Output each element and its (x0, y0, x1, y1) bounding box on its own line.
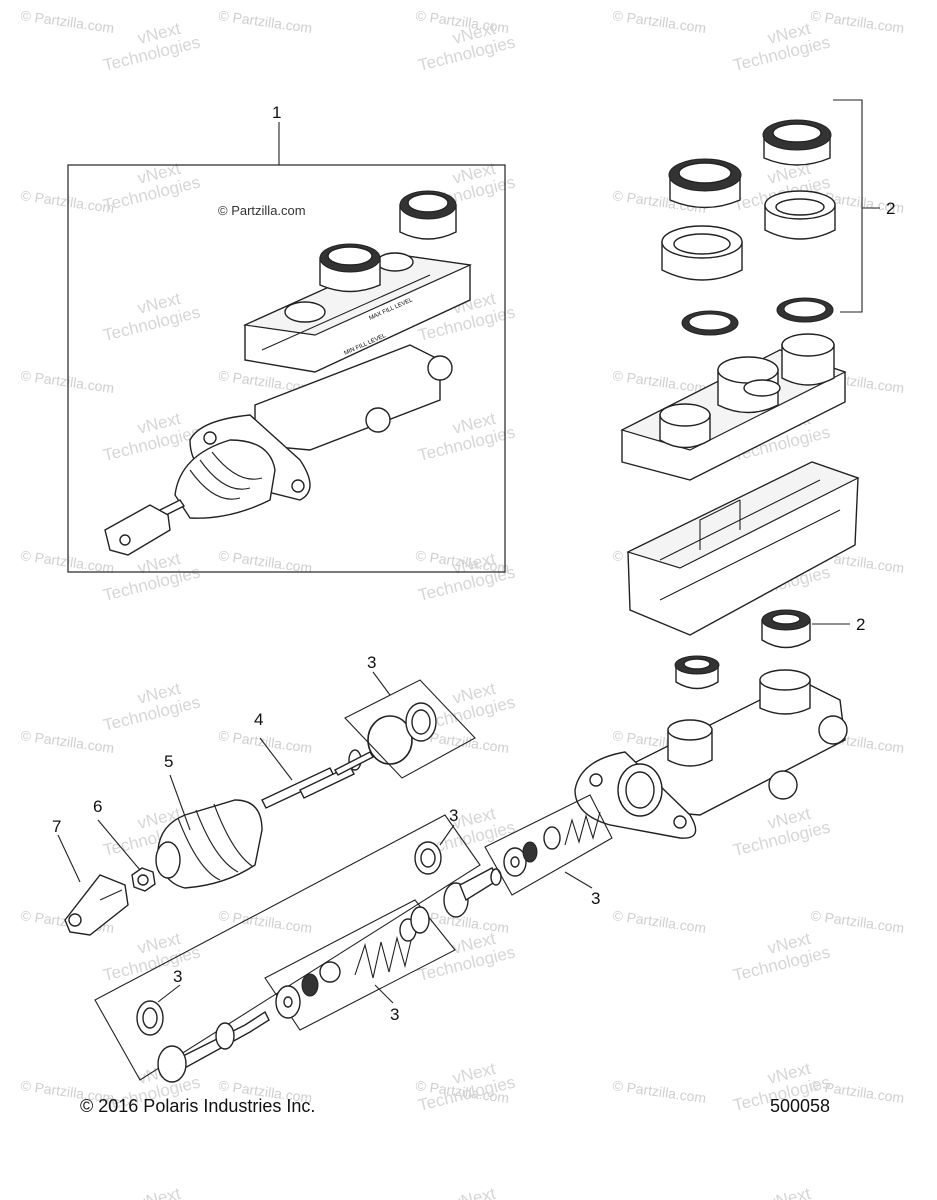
seal-ring-upper (405, 702, 437, 742)
callout-5: 5 (164, 752, 173, 771)
partzilla-watermark: © Partzilla.com (20, 727, 116, 756)
cap-kit-diaphragm-b (764, 190, 836, 240)
partzilla-watermark: © Partzilla.com (218, 907, 314, 936)
box-watermark: © Partzilla.com (218, 203, 306, 218)
callout-3-right: 3 (591, 889, 600, 908)
grommet-lower (674, 655, 720, 690)
partzilla-watermark: © Partzilla.com (218, 727, 314, 756)
callout-3-upper: 3 (367, 653, 376, 672)
partzilla-watermark: © Partzilla.com (810, 7, 906, 36)
kit-box-right (484, 794, 613, 896)
cap-kit-seal-a (681, 310, 739, 336)
partzilla-watermark: © Partzilla.com (612, 907, 708, 936)
callout-3-left: 3 (173, 967, 182, 986)
hex-nut (131, 867, 156, 892)
partzilla-watermark: © Partzilla.com (218, 7, 314, 36)
partzilla-watermark: © Partzilla.com (612, 367, 708, 396)
partzilla-watermark: © Partzilla.com (810, 907, 906, 936)
svg-text:vNext: vNext (766, 1184, 813, 1200)
partzilla-watermark: © Partzilla.com (612, 1077, 708, 1106)
cap-kit-seal-b (776, 297, 834, 323)
partzilla-watermark: © Partzilla.com (612, 7, 708, 36)
snap-ring (367, 715, 413, 765)
reservoir-body (626, 461, 860, 636)
callout-6: 6 (93, 797, 102, 816)
grommet-upper (761, 609, 811, 649)
spring-right (503, 811, 601, 877)
cap-kit-group (661, 99, 880, 336)
callout-3-mid: 3 (449, 806, 458, 825)
cap-kit-cap-b (762, 119, 832, 166)
kit-box-long (94, 814, 481, 1081)
partzilla-watermark: © Partzilla.com (20, 7, 116, 36)
svg-text:vNext: vNext (451, 1184, 498, 1200)
rubber-boot (155, 799, 263, 889)
cap-kit-diaphragm-a (661, 225, 743, 281)
leader-lines (57, 122, 593, 1004)
reservoir-top-cover (620, 333, 847, 481)
svg-text:vNext: vNext (136, 1184, 183, 1200)
cap-kit-cap-a (668, 158, 742, 209)
seal-ring-mid (414, 841, 442, 875)
master-cylinder-assembly: MAX FILL LEVEL MIN FILL LEVEL (104, 190, 473, 556)
spring-lower (275, 906, 430, 1019)
copyright-text: © 2016 Polaris Industries Inc. (80, 1096, 316, 1116)
assembly-box (67, 164, 506, 573)
reservoir-cap-left (319, 243, 381, 293)
bracket-2 (833, 99, 863, 313)
callout-3-lower: 3 (390, 1005, 399, 1024)
piston-secondary (443, 867, 502, 918)
callout-4: 4 (254, 710, 263, 729)
callout-2-lower: 2 (856, 615, 865, 634)
callout-2-upper: 2 (886, 199, 895, 218)
callout-1: 1 (272, 103, 281, 122)
reservoir-cap-right (399, 190, 457, 240)
diagram-number: 500058 (770, 1096, 831, 1116)
kit-box-upper (344, 679, 476, 779)
pushrod (261, 749, 374, 809)
cylinder-body (574, 669, 848, 839)
clevis (64, 874, 129, 936)
callout-7: 7 (52, 817, 61, 836)
piston-primary (136, 1000, 270, 1083)
